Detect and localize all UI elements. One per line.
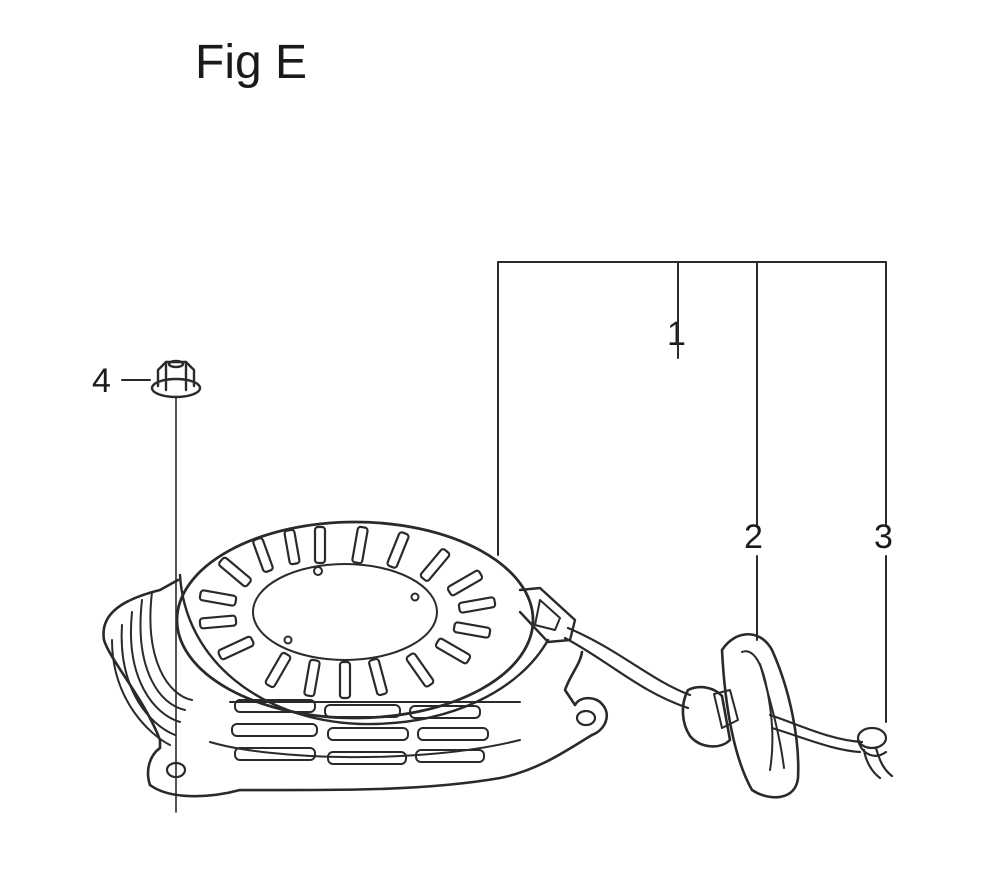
callout-4: 4 (92, 362, 111, 400)
callout-3: 3 (874, 518, 893, 556)
starter-rope (563, 626, 692, 710)
nut-flange (150, 377, 202, 399)
rope-knot-part (768, 713, 894, 780)
mount-hole-left (165, 761, 187, 779)
callout-1: 1 (667, 315, 686, 353)
flange-nut-part (150, 359, 202, 399)
grip-neck (681, 685, 732, 748)
mount-hole-right (575, 709, 597, 727)
figure-title: Fig E (195, 36, 307, 89)
housing-bottom-edge (148, 733, 594, 798)
housing-top-face (175, 520, 535, 720)
starter-grip-handle (681, 633, 800, 799)
nut-hex (156, 360, 196, 388)
housing-right-ear (563, 650, 608, 737)
recoil-starter-housing (102, 520, 608, 798)
knot-loop (856, 726, 888, 750)
callout-2: 2 (744, 518, 763, 556)
housing-left-edge (102, 578, 180, 787)
vent-slots (198, 525, 497, 700)
grip-bar (720, 633, 800, 799)
housing-wall (178, 573, 550, 726)
housing-center-disc (252, 563, 438, 661)
leader-lines (121, 261, 887, 813)
